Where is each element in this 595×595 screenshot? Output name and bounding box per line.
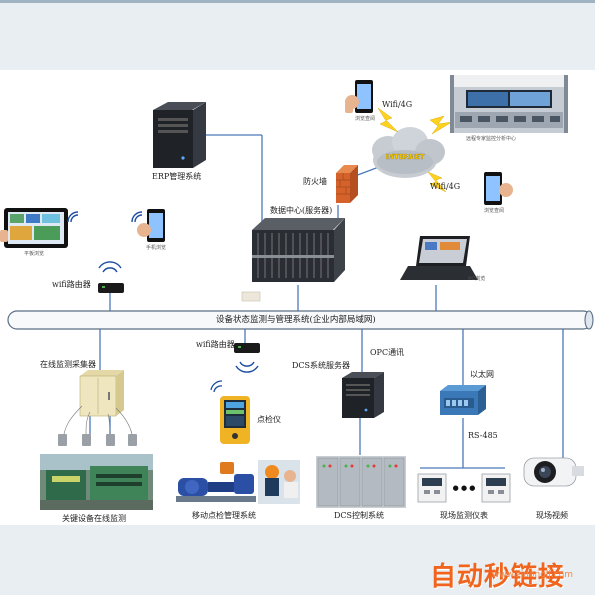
opc-label: OPC通讯: [370, 348, 405, 357]
rs485-label: RS-485: [468, 431, 498, 440]
inspector-device-icon: [210, 380, 250, 444]
label-plate: [241, 291, 261, 302]
field-dots: ● ● ●: [453, 484, 476, 492]
lan-bus-label: 设备状态监测与管理系统(企业内部局域网): [216, 315, 376, 325]
watermark-logo: 自动秒链接: [429, 562, 565, 592]
firewall-icon: [336, 165, 358, 203]
datacenter-label: 数据中心(服务器): [270, 206, 333, 215]
field-instrument-left-icon: [417, 473, 447, 503]
wifi-router-top-label: wifi路由器: [52, 280, 91, 289]
vibration-sensors-icon: [58, 434, 137, 446]
tablet-wifi-icon: [67, 211, 79, 223]
collector-label: 在线监测采集器: [40, 360, 96, 369]
top-border: [0, 0, 595, 3]
tablet-icon: [0, 208, 68, 248]
phone-right-icon: [484, 172, 513, 205]
lightning-bottom-icon: [427, 171, 447, 193]
internet-cloud-icon: [372, 127, 445, 178]
lightning-top-icon: [377, 107, 399, 133]
phone-left-caption: 手机浏览: [146, 245, 167, 251]
phone-top-icon: [345, 80, 373, 113]
lan-bus: [7, 310, 594, 330]
phone-left-icon: [137, 209, 165, 242]
ethernet-switch-icon: [440, 385, 486, 415]
field-instruments-label: 现场监测仪表: [440, 511, 488, 520]
dcs-server-icon: [342, 372, 384, 418]
collector-cabinet-icon: [63, 370, 133, 435]
mobile-inspection-image: [175, 458, 300, 506]
dcs-server-label: DCS系统服务器: [292, 361, 351, 370]
control-center-image: [450, 75, 568, 133]
key-equipment-label: 关键设备在线监测: [62, 514, 126, 523]
internet-label: INTERNET: [386, 153, 425, 161]
watermark-url: www.zidonglj.com: [491, 570, 573, 580]
field-video-label: 现场视频: [536, 511, 568, 520]
laptop-icon: [400, 236, 478, 280]
phone-right-caption: 浏览查阅: [484, 208, 505, 214]
wifi-router-top-icon: [98, 261, 124, 293]
key-equipment-image: [40, 454, 153, 510]
dcs-control-label: DCS控制系统: [334, 511, 385, 520]
control-center-caption: 远程专家监控分析中心: [466, 136, 517, 142]
wifi4g-top-label: Wifi/4G: [382, 100, 413, 109]
pc-caption: PC浏览: [468, 276, 486, 282]
connectors: [89, 134, 564, 469]
field-instrument-right-icon: [481, 473, 511, 503]
phone-left-wifi-icon: [131, 211, 143, 223]
erp-server-icon: [153, 102, 206, 168]
video-camera-icon: [523, 457, 584, 487]
wifi4g-right-label: Wifi/4G: [430, 182, 461, 191]
ethernet-label: 以太网: [470, 370, 494, 379]
dcs-control-cabinets-image: [316, 456, 406, 508]
wifi-router-bottom-label: wifi路由器: [196, 340, 235, 349]
datacenter-rack-icon: [241, 218, 345, 302]
inspector-label: 点检仪: [257, 415, 281, 424]
wifi-router-bottom-icon: [234, 343, 260, 373]
phone-top-caption: 浏览查阅: [355, 116, 376, 122]
tablet-caption: 平板浏览: [24, 251, 45, 257]
erp-label: ERP管理系统: [152, 172, 202, 181]
mobile-inspection-label: 移动点检管理系统: [192, 511, 256, 520]
lightning-right-icon: [429, 115, 453, 135]
firewall-label: 防火墙: [303, 177, 327, 186]
